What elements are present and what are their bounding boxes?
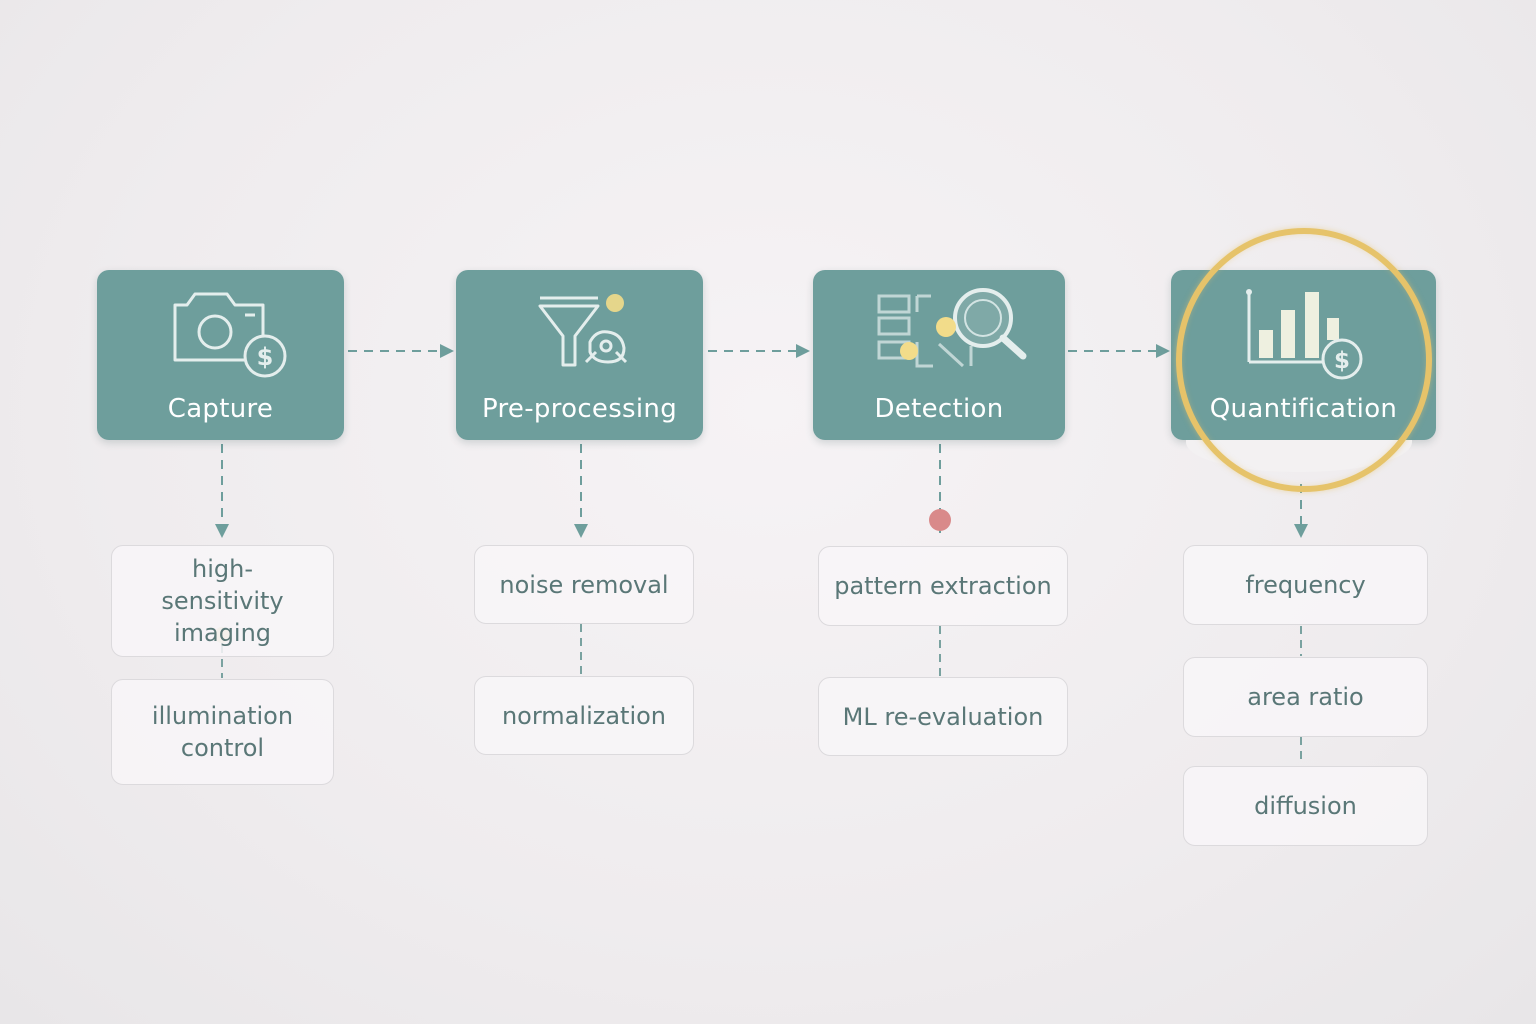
- detail-high-sensitivity-imaging: high-sensitivity imaging: [111, 545, 334, 657]
- stage-preprocessing[interactable]: Pre-processing: [456, 270, 703, 440]
- stage-capture[interactable]: $ Capture: [97, 270, 344, 440]
- detail-label: high-sensitivity imaging: [161, 555, 284, 647]
- detail-frequency: frequency: [1183, 545, 1428, 625]
- magnifier-grid-icon: [877, 288, 1027, 368]
- detail-normalization: normalization: [474, 676, 694, 755]
- detection-red-marker: [929, 509, 951, 531]
- stage-detection[interactable]: Detection: [813, 270, 1065, 440]
- detail-label: illumination control: [151, 702, 294, 762]
- detail-label: area ratio: [1247, 683, 1364, 711]
- stage-label-preprocessing: Pre-processing: [481, 394, 678, 424]
- detail-label: normalization: [501, 701, 667, 730]
- stage-label-quantification: Quantification: [1209, 394, 1398, 424]
- filter-funnel-icon: [538, 294, 628, 367]
- detail-illumination-control: illumination control: [111, 679, 334, 785]
- svg-text:$: $: [1334, 348, 1350, 374]
- detail-ml-re-evaluation: ML re-evaluation: [818, 677, 1068, 756]
- detail-label: pattern extraction: [834, 572, 1052, 600]
- detail-noise-removal: noise removal: [474, 545, 694, 624]
- camera-dollar-icon: $: [173, 292, 287, 378]
- stage-quantification[interactable]: $ Quantification: [1171, 270, 1436, 440]
- bar-chart-dollar-icon: $: [1246, 289, 1363, 380]
- detail-area-ratio: area ratio: [1183, 657, 1428, 737]
- detail-diffusion: diffusion: [1183, 766, 1428, 846]
- stage-label-capture: Capture: [167, 394, 274, 424]
- svg-text:$: $: [257, 343, 274, 371]
- detail-label: frequency: [1245, 571, 1366, 599]
- detail-label: ML re-evaluation: [842, 702, 1044, 731]
- detail-pattern-extraction: pattern extraction: [818, 546, 1068, 626]
- detail-label: noise removal: [499, 570, 669, 599]
- stage-label-detection: Detection: [874, 394, 1004, 424]
- detail-label: diffusion: [1254, 792, 1357, 820]
